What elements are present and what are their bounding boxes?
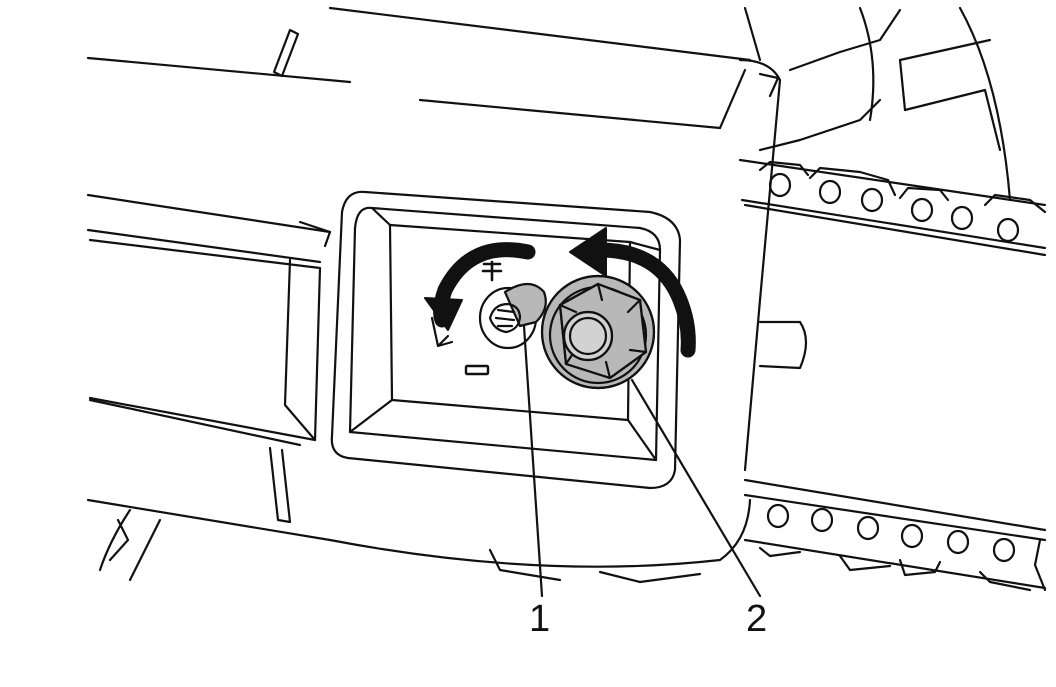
callout-label-2: 2 bbox=[746, 598, 768, 640]
leader-line-1 bbox=[522, 324, 544, 598]
leader-line-2 bbox=[630, 378, 762, 598]
upper-housing bbox=[86, 6, 1012, 472]
plus-symbol bbox=[481, 260, 503, 282]
side-cover bbox=[328, 190, 752, 584]
guide-bar bbox=[743, 203, 1047, 532]
chain-upper bbox=[738, 158, 1047, 250]
nut-rotation-arrow bbox=[569, 227, 696, 358]
bar-nut-assembly bbox=[540, 274, 656, 390]
chain-tensioner bbox=[464, 260, 547, 376]
left-housing bbox=[86, 193, 332, 582]
callout-label-1: 1 bbox=[529, 598, 551, 640]
tensioner-rotation-arrow bbox=[424, 242, 536, 348]
tensioner-screw bbox=[503, 282, 547, 328]
minus-symbol bbox=[464, 364, 490, 376]
chain-lower bbox=[743, 493, 1047, 592]
